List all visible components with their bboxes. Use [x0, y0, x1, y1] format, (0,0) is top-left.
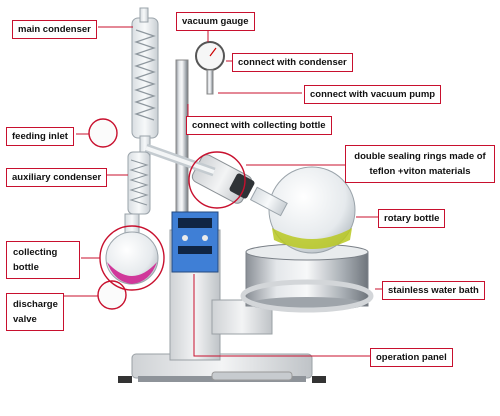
water-bath — [240, 243, 374, 313]
vacuum-gauge-label: vacuum gauge — [176, 12, 255, 31]
main-condenser-label: main condenser — [12, 20, 97, 39]
connect-with-collecting-bottle-label: connect with collecting bottle — [186, 116, 332, 135]
connect-with-vacuum-pump-label: connect with vacuum pump — [304, 85, 442, 104]
connect-with-condenser-label: connect with condenser — [232, 53, 353, 72]
vacuum-gauge-dial — [195, 41, 225, 95]
discharge-valve-label: discharge valve — [6, 293, 64, 331]
main-condenser-coil — [131, 7, 159, 159]
control-panel — [171, 211, 219, 273]
rotation-motor — [191, 154, 255, 204]
rotary-bottle-label: rotary bottle — [378, 209, 446, 228]
zoom-callouts — [88, 118, 246, 310]
base — [118, 353, 326, 383]
collecting-bottle-label: collecting bottle — [6, 241, 80, 279]
stainless-water-bath-label: stainless water bath — [382, 281, 485, 300]
double-sealing-rings-label: double sealing rings made of teflon +vit… — [345, 145, 495, 183]
column — [169, 59, 273, 361]
leader-lines — [60, 26, 383, 357]
feeding-inlet-label: feeding inlet — [6, 127, 74, 146]
rotary-flask — [249, 166, 356, 254]
auxiliary-condenser-label: auxiliary condenser — [6, 168, 108, 187]
auxiliary-condenser-coil — [127, 151, 151, 215]
operation-panel-label: operation panel — [370, 348, 453, 367]
vapor-duct — [144, 143, 216, 177]
collecting-flask — [105, 213, 159, 285]
